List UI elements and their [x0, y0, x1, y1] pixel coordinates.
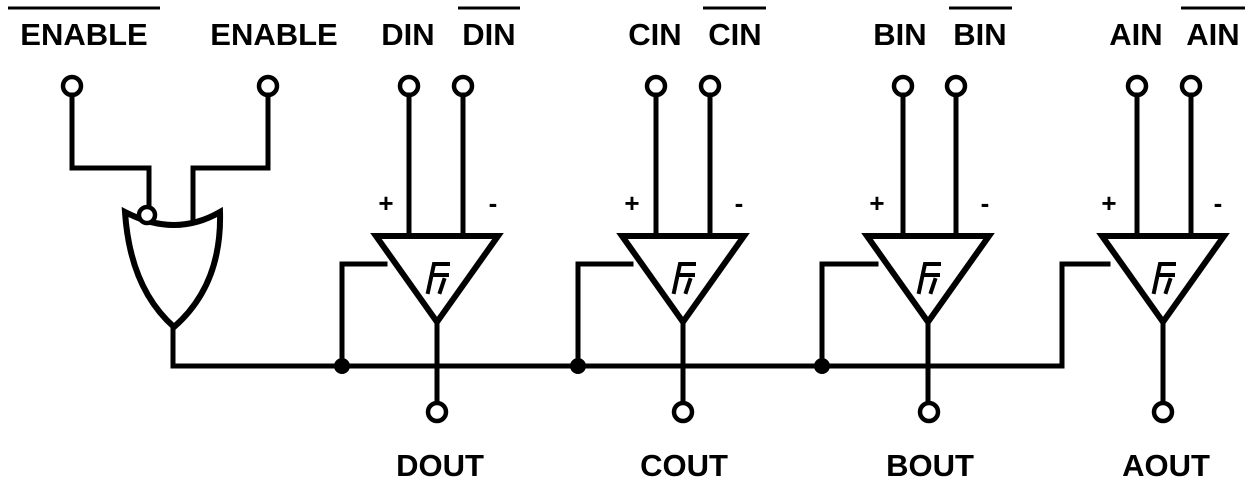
channel-d-receiver	[370, 233, 504, 328]
channel-c-in-pos-pin	[644, 74, 668, 98]
enable-bar-wire	[69, 92, 152, 211]
channel-c-minus: -	[735, 188, 744, 218]
channel-d-hysteresis-icon	[425, 262, 450, 295]
channel-b: BIN BIN + - BOUT	[861, 6, 1012, 483]
enable-label: ENABLE	[210, 17, 337, 52]
channel-c: CIN CIN + - COUT	[616, 6, 766, 483]
channel-a-in-neg-label: AIN	[1186, 17, 1239, 52]
channel-b-hysteresis-icon	[916, 262, 941, 295]
channel-d-minus: -	[489, 188, 498, 218]
channel-a-hysteresis-icon	[1151, 262, 1176, 295]
channel-d-in-pos-pin	[397, 74, 421, 98]
enable-bar-label: ENABLE	[20, 17, 147, 52]
channel-d-plus: +	[378, 188, 393, 218]
enable-bar-pin	[60, 74, 84, 98]
channel-c-in-neg-pin	[698, 74, 722, 98]
channel-c-plus: +	[624, 188, 639, 218]
channel-b-in-pos-label: BIN	[873, 17, 926, 52]
channel-d-out-label: DOUT	[396, 448, 484, 483]
channel-b-in-neg-pin	[944, 74, 968, 98]
channel-a-minus: -	[1214, 188, 1223, 218]
channel-c-out-pin	[671, 400, 695, 424]
channel-b-plus: +	[869, 188, 884, 218]
channel-d-out-pin	[425, 400, 449, 424]
inverting-bubble	[136, 204, 158, 226]
channel-a-receiver	[1096, 233, 1230, 328]
channel-a-in-neg-pin	[1179, 74, 1203, 98]
channel-b-in-neg-label: BIN	[953, 17, 1006, 52]
enable-wire	[190, 92, 271, 229]
channel-a-out-pin	[1151, 400, 1175, 424]
channel-a: AIN AIN + - AOUT	[1096, 6, 1245, 483]
channel-a-in-pos-label: AIN	[1109, 17, 1162, 52]
channel-d-in-neg-pin	[451, 74, 475, 98]
enable-bus	[170, 261, 1111, 369]
channel-c-in-pos-label: CIN	[628, 17, 681, 52]
junction-c	[570, 358, 586, 374]
channel-b-minus: -	[981, 188, 990, 218]
channel-d-in-neg-label: DIN	[462, 17, 515, 52]
channel-d-in-pos-label: DIN	[381, 17, 434, 52]
channel-b-in-pos-pin	[891, 74, 915, 98]
junction-d	[334, 358, 350, 374]
enable-pin	[256, 74, 280, 98]
channel-b-out-label: BOUT	[886, 448, 974, 483]
channel-b-out-pin	[917, 400, 941, 424]
channel-d: DIN DIN + - DOUT	[370, 6, 520, 483]
enable-bar-input: ENABLE	[8, 6, 160, 98]
junction-b	[814, 358, 830, 374]
channel-c-receiver	[616, 233, 750, 328]
channel-c-in-neg-label: CIN	[708, 17, 761, 52]
or-gate-body	[121, 206, 224, 331]
channel-c-out-label: COUT	[640, 448, 728, 483]
channel-a-out-label: AOUT	[1122, 448, 1210, 483]
channel-a-in-pos-pin	[1125, 74, 1149, 98]
channel-b-receiver	[861, 233, 995, 328]
or-gate	[121, 204, 224, 331]
enable-input: ENABLE	[210, 17, 338, 98]
channel-c-hysteresis-icon	[671, 262, 696, 295]
channel-a-plus: +	[1101, 188, 1116, 218]
